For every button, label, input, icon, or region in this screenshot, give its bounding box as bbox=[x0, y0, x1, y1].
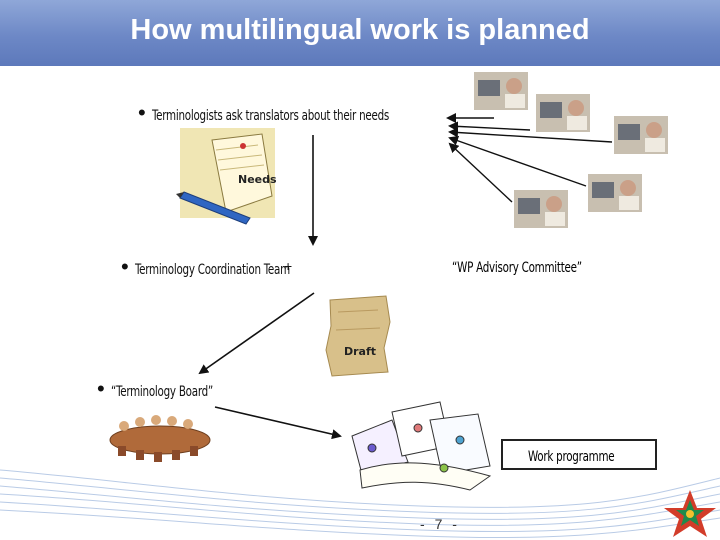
logo-star-icon bbox=[664, 490, 716, 537]
translator-arrows bbox=[446, 113, 613, 203]
work-programme-label: Work programme bbox=[528, 449, 615, 465]
translator-photo-icon bbox=[474, 72, 528, 110]
page-title: How multilingual work is planned bbox=[130, 14, 590, 46]
scattered-papers-icon bbox=[351, 401, 492, 491]
bullet-icon: • bbox=[138, 100, 146, 125]
plus-sign: + bbox=[284, 258, 293, 274]
bullet-text: “Terminology Board” bbox=[110, 384, 213, 400]
bullet-text: Terminology Coordination Team bbox=[134, 262, 290, 278]
translator-photo-icon bbox=[536, 94, 590, 132]
meeting-table-icon bbox=[109, 415, 211, 462]
translator-photo-icon bbox=[514, 190, 568, 228]
bullet-icon: • bbox=[97, 376, 105, 401]
work-programme-box: Work programme bbox=[501, 439, 657, 470]
board-arrow bbox=[198, 292, 315, 375]
needs-paper-icon bbox=[176, 128, 275, 225]
page-number: - 7 - bbox=[420, 516, 460, 532]
draft-label: Draft bbox=[344, 345, 376, 358]
translator-photo-icon bbox=[614, 116, 668, 154]
decorative-waves bbox=[0, 469, 720, 539]
bullet-icon: • bbox=[121, 254, 129, 279]
bullet-coordination: • Terminology Coordination Team bbox=[121, 254, 324, 279]
title-bar: How multilingual work is planned bbox=[0, 0, 720, 66]
needs-label: Needs bbox=[238, 173, 277, 186]
bullet-board: • “Terminology Board” bbox=[97, 376, 235, 401]
bullet-terminologists: • Terminologists ask translators about t… bbox=[138, 100, 441, 125]
bullet-text: Terminologists ask translators about the… bbox=[151, 108, 389, 124]
draft-parchment-icon bbox=[325, 295, 391, 377]
wp-advisory-label: “WP Advisory Committee” bbox=[452, 260, 582, 276]
translator-photo-icon bbox=[588, 174, 642, 212]
programme-arrow bbox=[214, 406, 342, 440]
